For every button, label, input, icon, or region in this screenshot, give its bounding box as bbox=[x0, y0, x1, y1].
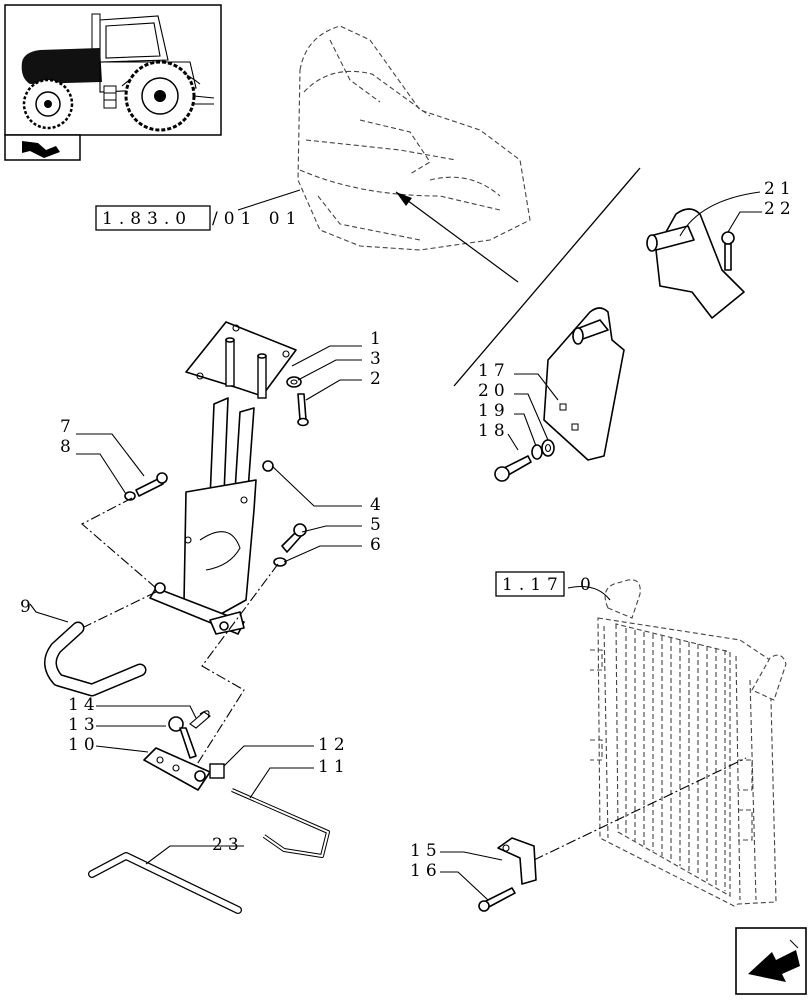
hood-ref-tail: /01 01 bbox=[212, 209, 302, 229]
callout-23: 23 bbox=[212, 835, 244, 855]
callout-5: 5 bbox=[370, 515, 386, 535]
hood-reference: 1.83.0 /01 01 bbox=[95, 205, 302, 231]
leader-19 bbox=[514, 413, 537, 447]
callout-18: 18 bbox=[478, 421, 510, 441]
screw-part-5 bbox=[281, 523, 307, 553]
radiator-ghost-outline bbox=[590, 579, 787, 907]
callout-9: 9 bbox=[20, 597, 36, 617]
screw-part-22 bbox=[721, 231, 735, 271]
leader-14 bbox=[96, 705, 197, 719]
assembly-line-bolt bbox=[81, 497, 157, 589]
leader-9 bbox=[29, 603, 69, 623]
catalogue-tab-icon bbox=[22, 141, 60, 158]
callout-20: 20 bbox=[478, 381, 510, 401]
callout-10: 10 bbox=[68, 735, 100, 755]
callout-12: 12 bbox=[318, 735, 350, 755]
leader-7 bbox=[76, 433, 145, 477]
spring-clip-part-14 bbox=[189, 710, 211, 729]
fitting-part-12 bbox=[194, 763, 225, 782]
rod-part-11 bbox=[231, 788, 330, 858]
leader-8 bbox=[76, 453, 127, 495]
bracket-part-17 bbox=[543, 307, 625, 461]
leader-11 bbox=[249, 767, 314, 799]
leader-5 bbox=[301, 525, 362, 533]
leader-22 bbox=[727, 211, 762, 233]
leader-16 bbox=[440, 871, 489, 901]
leader-3 bbox=[297, 359, 362, 381]
support-frame bbox=[149, 321, 297, 635]
callout-22: 22 bbox=[764, 199, 796, 219]
leader-20 bbox=[514, 393, 549, 441]
leader-21 bbox=[679, 191, 761, 237]
handle-part-9 bbox=[44, 621, 147, 697]
leader-6 bbox=[283, 545, 362, 563]
pin-part-13 bbox=[168, 716, 197, 759]
washer-part-3 bbox=[286, 376, 302, 388]
hood-ref-boxed: 1.83.0 bbox=[102, 209, 192, 229]
callout-16: 16 bbox=[410, 861, 442, 881]
callout-6: 6 bbox=[370, 535, 386, 555]
callout-14: 14 bbox=[68, 695, 100, 715]
leader-4 bbox=[271, 465, 362, 507]
assembly-line-latch bbox=[195, 563, 279, 767]
callout-3: 3 bbox=[370, 349, 386, 369]
hood-leader bbox=[237, 189, 301, 211]
nut-part-4 bbox=[262, 460, 274, 472]
leader-23 bbox=[145, 845, 244, 865]
callout-19: 19 bbox=[478, 401, 510, 421]
callout-2: 2 bbox=[370, 369, 386, 389]
washers-parts-19-20 bbox=[531, 439, 555, 460]
radiator-ref-boxed: 1.17 bbox=[502, 575, 564, 595]
washer-part-8 bbox=[124, 491, 136, 501]
callout-11: 11 bbox=[318, 757, 350, 777]
leader-15 bbox=[440, 851, 503, 861]
bolt-part-7 bbox=[135, 472, 168, 497]
callout-8: 8 bbox=[60, 437, 76, 457]
callout-21: 21 bbox=[764, 179, 796, 199]
leader-10 bbox=[95, 745, 149, 753]
leader-12 bbox=[223, 745, 314, 767]
catalogue-tab bbox=[4, 134, 81, 161]
assembly-line-handle bbox=[77, 591, 157, 631]
radiator-reference: 1.17 0 bbox=[495, 571, 597, 597]
diagonal-divider bbox=[453, 167, 641, 387]
leader-17 bbox=[514, 373, 559, 401]
radiator-ref-tail: 0 bbox=[580, 575, 597, 595]
hood-pointer-arrowhead bbox=[396, 192, 412, 206]
hood-ghost-outline bbox=[297, 25, 531, 251]
callout-4: 4 bbox=[370, 495, 386, 515]
callout-7: 7 bbox=[60, 417, 76, 437]
hood-pointer bbox=[395, 191, 519, 283]
clip-part-15 bbox=[497, 837, 537, 885]
assembly-line-radiator bbox=[533, 757, 747, 861]
leader-1 bbox=[291, 345, 362, 367]
callout-13: 13 bbox=[68, 715, 100, 735]
next-page-arrow-icon bbox=[748, 939, 800, 982]
radiator-leader bbox=[567, 585, 611, 601]
next-page-button[interactable] bbox=[735, 927, 807, 995]
latch-plate-part-10 bbox=[143, 747, 211, 791]
callout-1: 1 bbox=[370, 329, 386, 349]
leader-2 bbox=[305, 379, 362, 401]
screw-part-2 bbox=[297, 393, 309, 427]
screw-part-16 bbox=[478, 887, 516, 912]
washer-part-6 bbox=[273, 557, 287, 567]
bar-part-23 bbox=[88, 852, 242, 914]
leader-18 bbox=[507, 433, 519, 451]
tractor-thumbnail bbox=[4, 4, 222, 136]
callout-17: 17 bbox=[478, 361, 510, 381]
callout-15: 15 bbox=[410, 841, 442, 861]
bolt-part-18 bbox=[494, 455, 532, 482]
tractor-icon bbox=[21, 13, 215, 132]
